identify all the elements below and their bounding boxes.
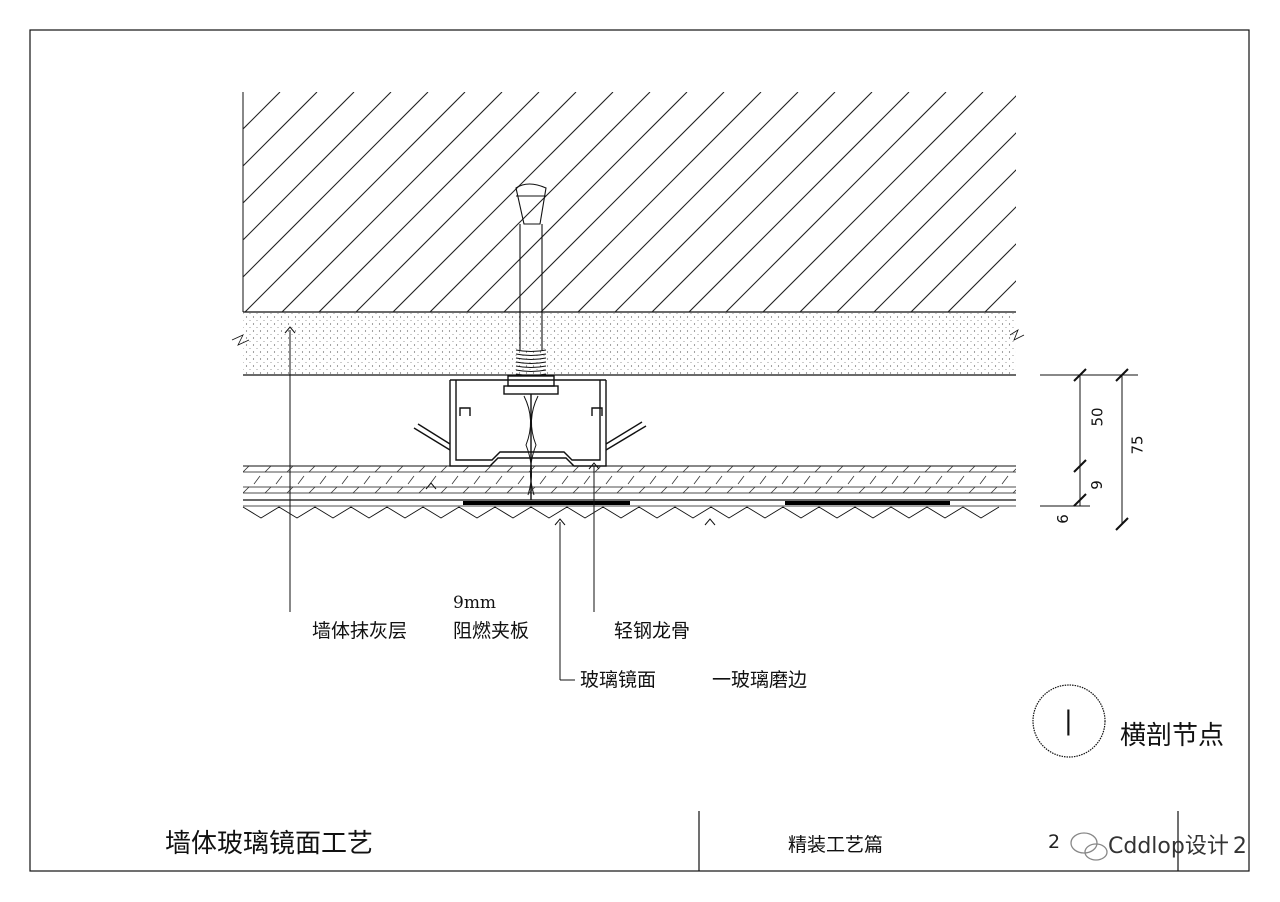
node-symbol bbox=[1032, 684, 1106, 758]
label-glass-edge: 一玻璃磨边 bbox=[712, 669, 808, 691]
dim-keel-depth: 50 bbox=[1088, 407, 1107, 427]
drawing-title: 墙体玻璃镜面工艺 bbox=[165, 829, 374, 859]
sheet-number-right: 2 bbox=[1232, 834, 1247, 859]
concrete-wall bbox=[242, 92, 1016, 313]
sheet-number-left: 2 bbox=[1048, 831, 1061, 853]
label-glass-mirror: 玻璃镜面 bbox=[580, 669, 657, 691]
light-steel-keel bbox=[413, 379, 647, 467]
watermark-prefix: Cd bbox=[1108, 834, 1138, 859]
dim-total: 75 bbox=[1128, 435, 1147, 455]
leader-lines bbox=[284, 326, 716, 681]
dim-mirror-depth: 6 bbox=[1053, 514, 1072, 524]
drawing-category: 精装工艺篇 bbox=[788, 834, 884, 856]
dimension-chain bbox=[1040, 368, 1138, 531]
dim-board-depth: 9 bbox=[1087, 480, 1106, 490]
anchor-bolt bbox=[503, 183, 559, 500]
label-plywood: 阻燃夹板 bbox=[453, 620, 530, 642]
plywood-board bbox=[243, 465, 1016, 494]
sheet-frame bbox=[29, 29, 1250, 872]
label-board-thickness: 9mm bbox=[453, 593, 497, 613]
glass-mirror bbox=[242, 499, 1016, 519]
label-steel-keel: 轻钢龙骨 bbox=[614, 620, 691, 642]
label-plaster-layer: 墙体抹灰层 bbox=[312, 620, 408, 642]
wechat-icon bbox=[1070, 832, 1108, 861]
watermark-text: dlop设计 bbox=[1137, 834, 1229, 859]
node-title: 横剖节点 bbox=[1120, 721, 1225, 751]
plaster-layer bbox=[231, 312, 1025, 376]
node-number: | bbox=[1064, 706, 1073, 736]
